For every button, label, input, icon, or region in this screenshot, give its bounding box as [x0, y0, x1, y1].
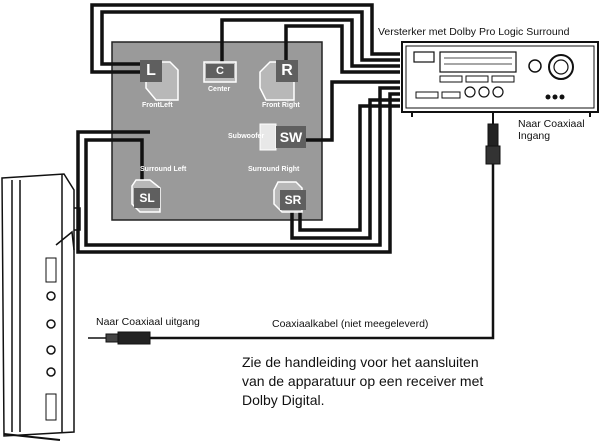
- badge-center: C: [206, 64, 234, 78]
- label-center: Center: [208, 86, 231, 93]
- badge-surround-left: SL: [134, 188, 160, 208]
- jack-icon: [46, 319, 56, 329]
- badge-surround-right: SR: [280, 190, 306, 210]
- speaker-wires: [76, 3, 400, 254]
- coax-output-label: Naar Coaxiaal uitgang: [96, 316, 200, 328]
- volume-knob-icon: [548, 54, 574, 80]
- badge-front-right: R: [276, 60, 298, 82]
- badge-front-left: L: [140, 60, 162, 82]
- badge-subwoofer: SW: [276, 126, 306, 148]
- portable-dvd-player: [1, 173, 81, 441]
- coax-input-label-line2: Ingang: [518, 130, 551, 142]
- label-subwoofer: Subwoofer: [228, 133, 265, 140]
- coax-input-label-line1: Naar Coaxiaal: [518, 118, 585, 130]
- coaxial-cable: [150, 164, 495, 340]
- small-knob-icon: [528, 59, 542, 73]
- label-front-right: Front Right: [262, 102, 300, 109]
- amplifier: [401, 41, 599, 117]
- label-surround-left: Surround Left: [140, 166, 187, 173]
- coax-plug-player: [88, 331, 151, 345]
- amplifier-title: Versterker met Dolby Pro Logic Surround: [378, 26, 570, 38]
- jack-icon: [46, 367, 56, 377]
- note-line-1: Zie de handleiding voor het aansluiten: [242, 354, 479, 370]
- jack-icon: [46, 291, 56, 301]
- coax-plug-amplifier: [485, 112, 501, 165]
- label-surround-right: Surround Right: [248, 166, 300, 173]
- cable-label: Coaxiaalkabel (niet meegeleverd): [272, 318, 429, 330]
- amplifier-display: [439, 51, 517, 73]
- note-line-3: Dolby Digital.: [242, 392, 325, 408]
- label-front-left: FrontLeft: [142, 102, 173, 109]
- jack-icon: [46, 345, 56, 355]
- note-line-2: van de apparatuur op een receiver met: [242, 373, 484, 389]
